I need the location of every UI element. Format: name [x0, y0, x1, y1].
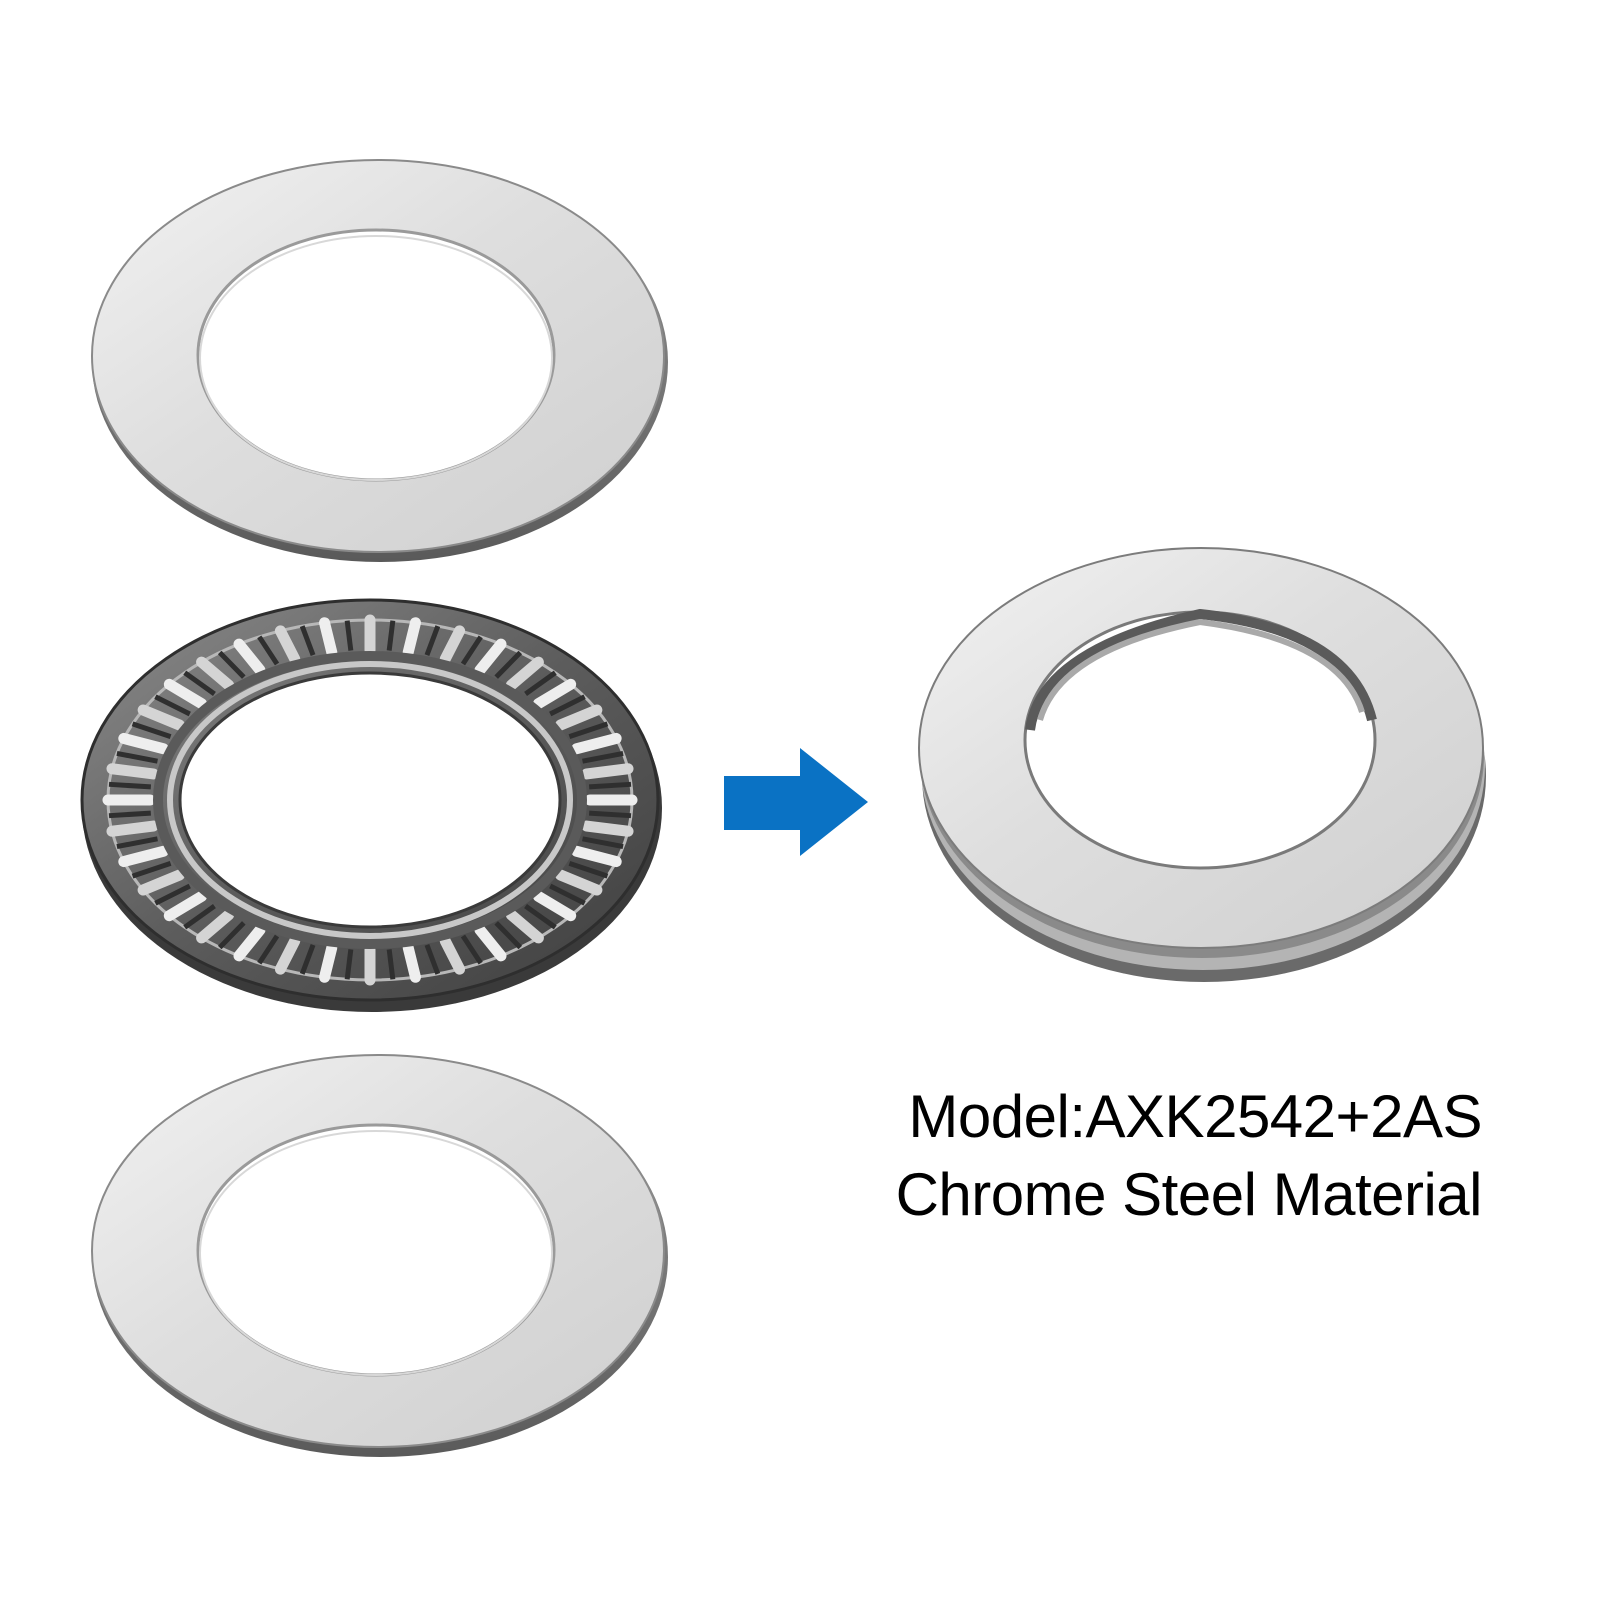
needle-roller	[319, 617, 338, 658]
needle-roller	[118, 732, 169, 755]
needle-roller	[555, 869, 603, 896]
cage-web	[568, 721, 609, 739]
needle-roller	[533, 678, 577, 710]
needle-rollers	[102, 614, 638, 986]
needle-roller	[533, 890, 577, 922]
needle-roller	[402, 617, 421, 658]
cage-web	[424, 944, 441, 975]
needle-roller	[274, 935, 301, 975]
needle-roller	[137, 704, 185, 731]
cage-web	[257, 635, 280, 666]
cage-web	[460, 635, 483, 666]
cage-web	[217, 921, 246, 950]
cage-web	[299, 944, 316, 975]
cage-web	[257, 934, 280, 965]
cage-web	[524, 904, 557, 930]
material-label: Chrome Steel Material	[895, 1161, 1483, 1228]
cage-web	[183, 670, 216, 696]
cage-web	[494, 650, 523, 679]
cage-web	[154, 694, 191, 717]
top-washer	[91, 159, 668, 562]
needle-roller	[439, 935, 466, 975]
cage-web	[582, 750, 624, 764]
needle-roller	[439, 625, 466, 665]
cage-web	[386, 620, 396, 651]
needle-roller	[106, 820, 159, 837]
needle-roller	[118, 845, 169, 868]
needle-roller	[137, 869, 185, 896]
needle-roller	[505, 909, 544, 944]
needle-roller	[555, 704, 603, 731]
cage-web	[549, 883, 586, 906]
cage-web	[116, 836, 158, 850]
needle-roller	[402, 942, 421, 983]
cage-web	[116, 750, 158, 764]
cage-web	[217, 650, 246, 679]
cage-web	[131, 721, 172, 739]
right-arrow-icon	[724, 748, 868, 856]
cage-web	[589, 781, 632, 790]
cage-web	[131, 861, 172, 879]
needle-roller	[474, 924, 507, 962]
needle-roller	[233, 924, 266, 962]
cage-web	[154, 883, 191, 906]
cage-web	[589, 810, 632, 819]
cage-web	[494, 921, 523, 950]
cage-web	[344, 949, 354, 980]
cage-web	[582, 836, 624, 850]
needle-roller	[196, 909, 235, 944]
needle-roller	[505, 656, 544, 691]
cage-web	[344, 620, 354, 651]
needle-roller	[163, 890, 207, 922]
cage-web	[460, 934, 483, 965]
needle-roller	[163, 678, 207, 710]
cage-web	[108, 781, 151, 790]
cage-web	[183, 904, 216, 930]
cage-web	[108, 810, 151, 819]
cage-web	[424, 625, 441, 656]
cage-web	[524, 670, 557, 696]
needle-roller	[581, 763, 634, 780]
cage-web	[549, 694, 586, 717]
needle-roller	[319, 942, 338, 983]
bottom-washer	[91, 1054, 668, 1457]
assembled-bearing	[918, 547, 1486, 982]
model-label: Model:AXK2542+2AS	[908, 1083, 1482, 1150]
needle-roller	[196, 656, 235, 691]
cage-web	[386, 949, 396, 980]
product-caption: Model:AXK2542+2AS Chrome Steel Material	[895, 1078, 1483, 1234]
cage-web	[568, 861, 609, 879]
cage-web	[299, 625, 316, 656]
needle-roller	[581, 820, 634, 837]
needle-roller	[106, 763, 159, 780]
needle-roller-cage	[80, 598, 662, 1012]
needle-roller	[233, 638, 266, 676]
needle-roller	[474, 638, 507, 676]
needle-roller	[571, 845, 622, 868]
needle-roller	[274, 625, 301, 665]
needle-roller	[571, 732, 622, 755]
